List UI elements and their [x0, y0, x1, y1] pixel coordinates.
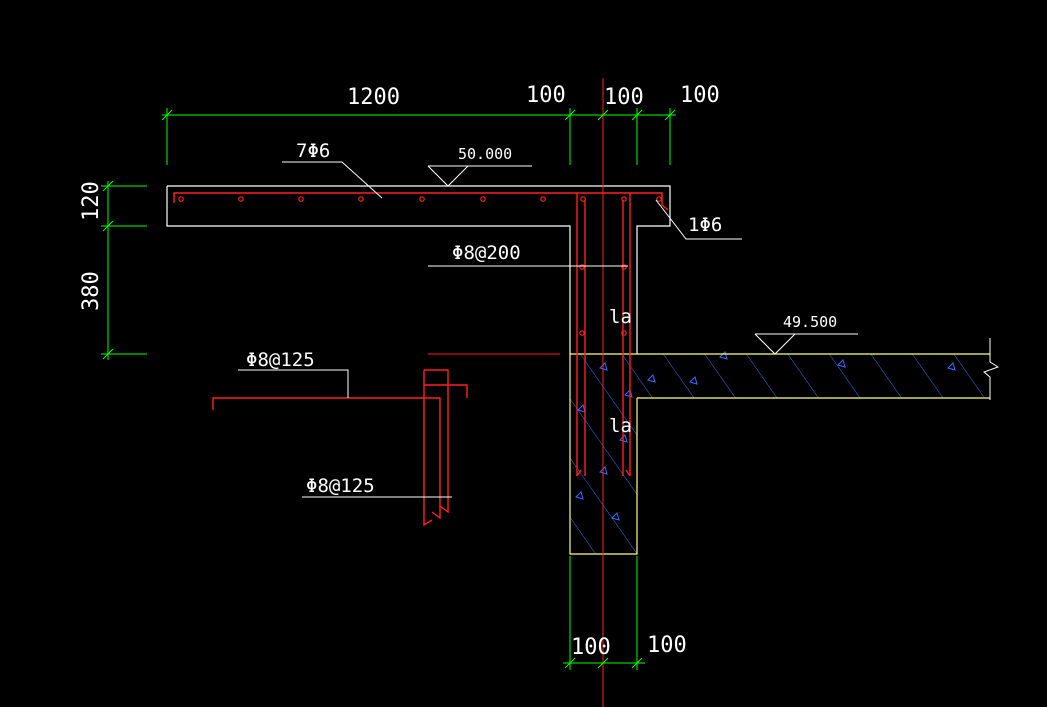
rebar-dots — [178, 196, 662, 336]
slab-hatch — [637, 354, 990, 398]
label-phi8-200: Φ8@200 — [452, 242, 521, 264]
dim-left-380: 380 — [79, 271, 104, 311]
slab-break-line — [983, 338, 1000, 400]
label-1phi6: 1Φ6 — [688, 214, 722, 236]
label-la-upper: la — [609, 306, 632, 328]
dim-top-100-c: 100 — [680, 83, 720, 108]
rebar-labels: 7Φ6 1Φ6 Φ8@200 Φ8@125 Φ8@125 la la — [246, 140, 722, 497]
label-la-lower: la — [609, 415, 632, 437]
bottom-dimension — [563, 556, 645, 670]
dim-bottom-100-a: 100 — [571, 635, 611, 660]
left-dimension — [101, 180, 147, 360]
dim-top-100-b: 100 — [604, 85, 644, 110]
concrete-hatch-group — [570, 351, 990, 554]
rebar-group — [173, 192, 669, 527]
top-dimension — [161, 108, 676, 165]
dim-1200: 1200 — [347, 85, 400, 110]
upper-beam-outline — [166, 185, 671, 354]
top-rebar — [173, 192, 669, 211]
dim-top-100-a: 100 — [526, 83, 566, 108]
elevation-labels: 50.000 49.500 — [458, 145, 837, 331]
axis-lines — [428, 78, 604, 707]
rebar-detail-upper — [212, 397, 441, 520]
elevation-floor: 49.500 — [783, 313, 837, 331]
dimension-texts: 1200 100 100 100 120 380 100 100 — [79, 83, 720, 660]
dim-bottom-100-b: 100 — [647, 633, 687, 658]
label-7phi6: 7Φ6 — [296, 140, 330, 162]
leader-lines — [238, 161, 858, 498]
label-phi8-125-lower: Φ8@125 — [306, 475, 375, 497]
elevation-roof: 50.000 — [458, 145, 512, 163]
dim-left-120: 120 — [79, 181, 104, 221]
label-phi8-125-upper: Φ8@125 — [246, 349, 315, 371]
